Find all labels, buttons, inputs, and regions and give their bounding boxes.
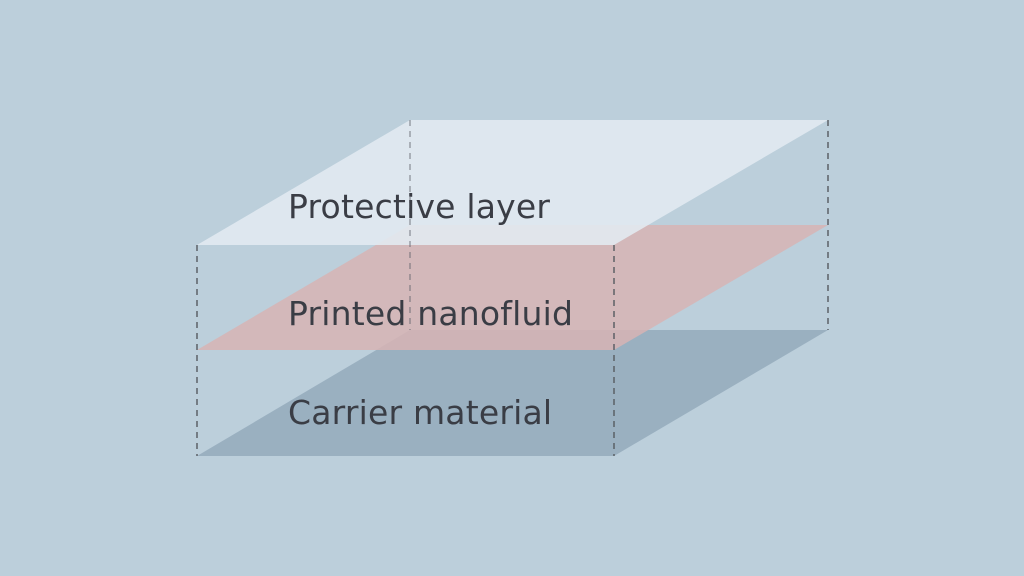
protective-layer-label: Protective layer — [288, 187, 551, 226]
printed-nanofluid-plane — [197, 225, 828, 350]
box-edges — [196, 120, 829, 456]
carrier-material-plane — [197, 330, 828, 456]
printed-nanofluid-label: Printed nanofluid — [288, 294, 574, 333]
protective-layer-plane — [197, 120, 828, 245]
carrier-material-label: Carrier material — [288, 393, 553, 432]
